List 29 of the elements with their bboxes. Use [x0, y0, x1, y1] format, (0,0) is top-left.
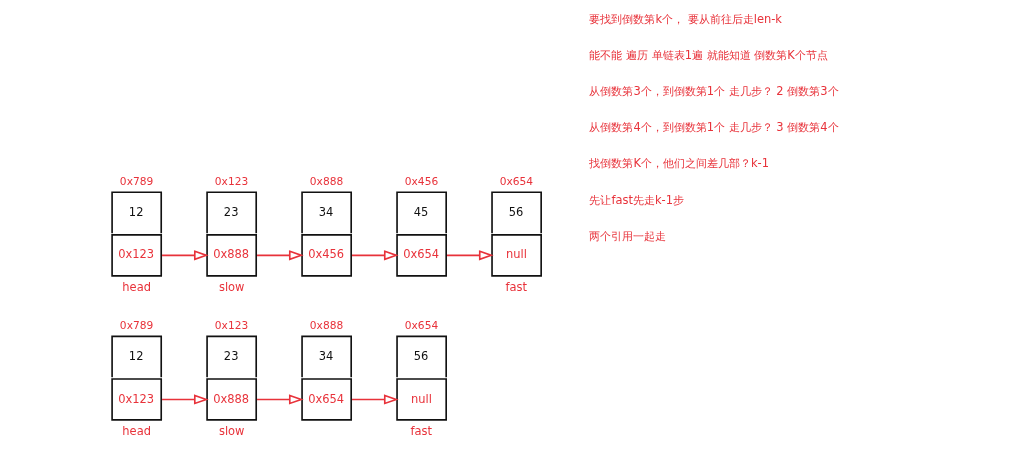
label: 要找到倒数第k个， 要从前往后走len-k [588, 12, 782, 27]
node-label: 0x888 [309, 175, 343, 189]
node-label: slow [218, 280, 244, 295]
arrow [350, 394, 399, 405]
node-label: fast [505, 280, 527, 295]
node-label: 0x456 [404, 175, 438, 189]
label: 先让fast先走k-1步 [588, 192, 684, 207]
label: 两个引用一起走 [588, 228, 666, 243]
node-label: 0x888 [309, 319, 343, 333]
arrow [255, 250, 304, 261]
arrow [350, 250, 399, 261]
node-label: 0x789 [119, 175, 153, 189]
node-label: 0x123 [214, 175, 248, 189]
node-label: 0x789 [119, 319, 153, 333]
node-label: slow [218, 424, 244, 439]
arrow [255, 394, 304, 405]
arrow [445, 250, 494, 261]
node-label: fast [410, 424, 432, 439]
node-label: 0x654 [499, 175, 533, 189]
label: 从倒数第3个，到倒数第1个 走几步？ 2 倒数第3个 [588, 84, 839, 99]
node-label: 0x123 [214, 319, 248, 333]
node-label: 0x654 [404, 319, 438, 333]
node-label: head [121, 280, 151, 295]
arrow [160, 394, 209, 405]
label: 能不能 遍历 单链表1遍 就能知道 倒数第K个节点 [588, 48, 828, 63]
label: 找倒数第K个，他们之间差几部？k-1 [588, 156, 769, 171]
node-label: head [121, 424, 151, 439]
arrow [160, 250, 209, 261]
label: 从倒数第4个，到倒数第1个 走几步？ 3 倒数第4个 [588, 120, 839, 135]
